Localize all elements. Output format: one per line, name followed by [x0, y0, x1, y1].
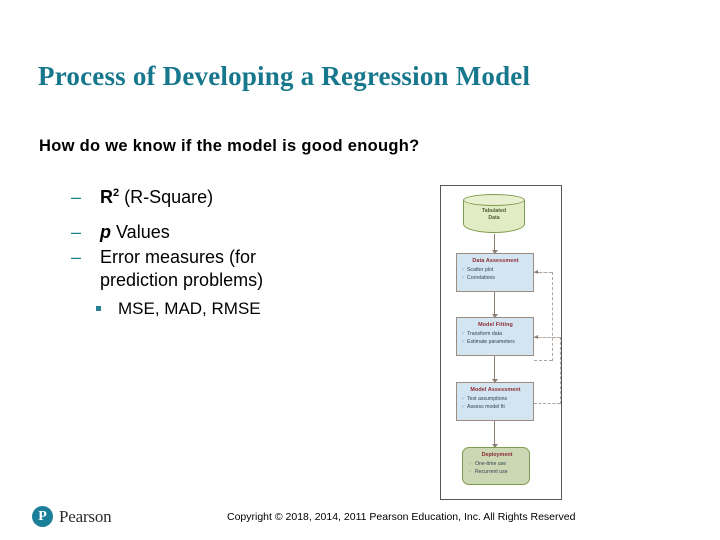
connector-arrow [491, 421, 498, 448]
list-item: – R2 (R-Square) [70, 186, 420, 209]
dash-marker: – [71, 247, 82, 267]
cylinder-label: Tabulated Data [481, 208, 507, 221]
arrow-head-icon [491, 444, 498, 448]
check-icon: ✓ [468, 468, 473, 475]
step-item: ✓Correlations [461, 274, 495, 281]
square-bullet-icon [96, 306, 101, 311]
step-title: Model Assessment [470, 387, 521, 393]
tabulated-data-cylinder: Tabulated Data [463, 194, 527, 240]
arrow-head-icon [491, 379, 498, 383]
arrow-head-icon [491, 250, 498, 254]
list-item: – p Values [70, 221, 420, 244]
connector-arrow [491, 292, 498, 318]
step-title: Data Assessment [472, 258, 519, 264]
feedback-loop-line [538, 272, 552, 274]
check-icon: ✓ [461, 403, 466, 410]
step-title: Deployment [481, 452, 513, 458]
check-icon: ✓ [461, 396, 466, 402]
cylinder-top [463, 194, 525, 206]
check-icon: ✓ [461, 267, 466, 273]
step-item: ✓One-time use [468, 461, 507, 467]
page-title: Process of Developing a Regression Model [38, 61, 531, 91]
check-icon: ✓ [468, 461, 473, 467]
step-item: ✓Recurrent use [468, 468, 508, 475]
r-squared-symbol: R2 [100, 187, 120, 207]
check-icon: ✓ [461, 331, 466, 337]
copyright-notice: Copyright © 2018, 2014, 2011 Pearson Edu… [227, 511, 576, 523]
step-title: Model Fitting [478, 322, 513, 328]
bullet-list: – R2 (R-Square) – p Values – Error measu… [70, 186, 420, 320]
pearson-logo-wordmark: Pearson [59, 506, 112, 526]
check-icon: ✓ [461, 274, 466, 281]
feedback-loop-line [534, 337, 561, 404]
connector-arrow [491, 234, 498, 254]
step-item: ✓Scatter plot [461, 267, 494, 273]
flow-step-model-fitting: Model Fitting ✓Transform data ✓Estimate … [456, 317, 534, 356]
superscript-two: 2 [113, 187, 120, 199]
sub-list-item-label: MSE, MAD, RMSE [118, 299, 261, 318]
check-icon: ✓ [461, 338, 466, 345]
flow-step-deployment: Deployment ✓One-time use ✓Recurrent use [462, 447, 530, 485]
flowchart-inner: Tabulated Data Data Assessment ✓Scatter … [441, 186, 561, 499]
r-squared-label: (R-Square) [124, 187, 214, 207]
sub-list-item: MSE, MAD, RMSE [70, 298, 420, 320]
step-item: ✓Estimate parameters [461, 338, 515, 345]
process-flowchart: Tabulated Data Data Assessment ✓Scatter … [440, 185, 562, 500]
error-measures-line1: Error measures (for [100, 247, 257, 267]
feedback-arrow-head-icon [534, 334, 538, 339]
step-item: ✓Test assumptions [461, 396, 508, 402]
connector-arrow [491, 356, 498, 383]
feedback-loop-line [538, 337, 560, 339]
dash-marker: – [71, 222, 82, 242]
list-item: – Error measures (for prediction problem… [70, 246, 420, 292]
flow-step-data-assessment: Data Assessment ✓Scatter plot ✓Correlati… [456, 253, 534, 292]
feedback-loop-line [534, 403, 560, 405]
arrow-head-icon [491, 314, 498, 318]
feedback-loop-line [534, 360, 552, 362]
dash-marker: – [71, 187, 82, 207]
pearson-logo-mark-icon: P [32, 506, 53, 527]
flow-step-model-assessment: Model Assessment ✓Test assumptions ✓Asse… [456, 382, 534, 421]
step-item: ✓Assess model fit [461, 403, 505, 410]
step-item: ✓Transform data [461, 331, 502, 337]
subheading: How do we know if the model is good enou… [39, 137, 420, 155]
p-symbol: p [100, 222, 111, 242]
error-measures-line2: prediction problems) [100, 270, 264, 290]
feedback-arrow-head-icon [534, 269, 538, 274]
p-values-label: Values [116, 222, 170, 242]
pearson-logo: P Pearson [32, 506, 112, 527]
